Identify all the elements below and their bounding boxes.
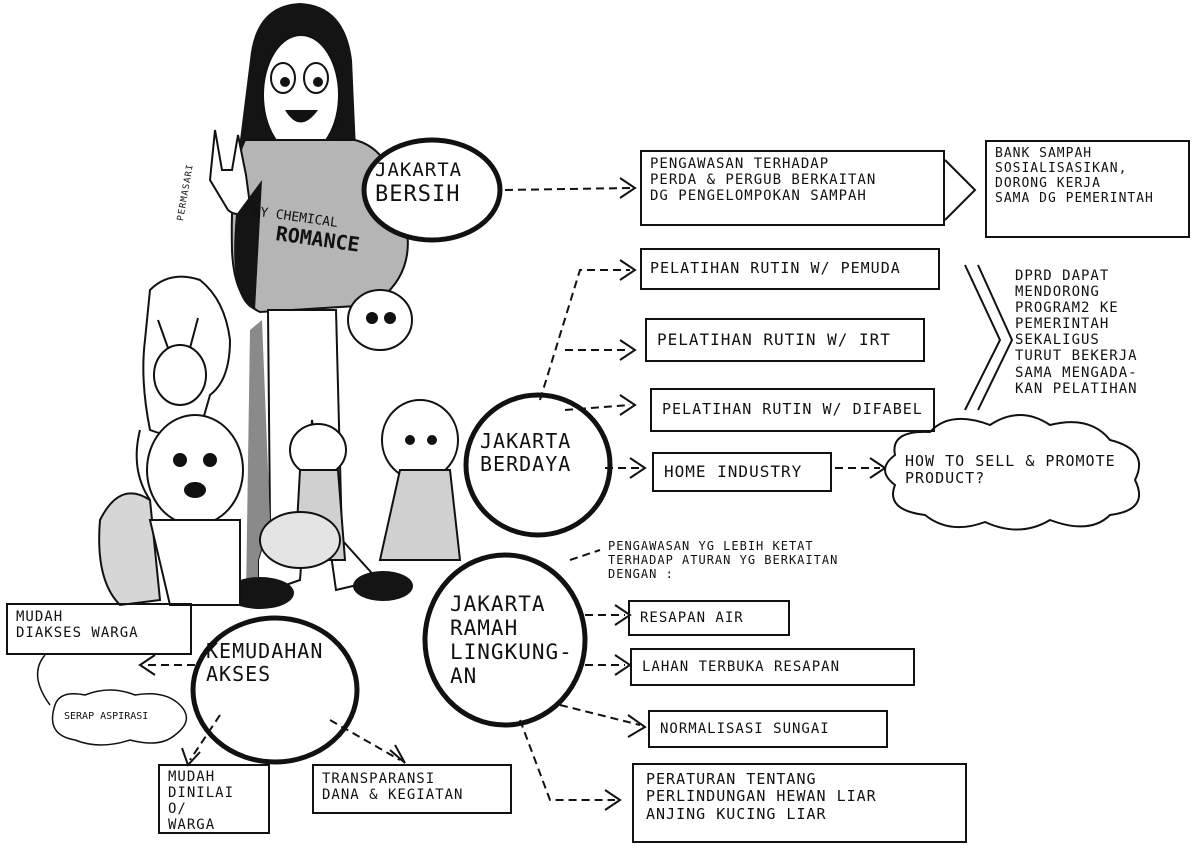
node-resapan-text: RESAPAN AIR bbox=[640, 610, 778, 626]
node-aspirasi-text: SERAP ASPIRASI bbox=[64, 711, 148, 723]
node-sungai-text: NORMALISASI SUNGAI bbox=[660, 721, 876, 737]
node-lahan-terbuka: LAHAN TERBUKA RESAPAN bbox=[630, 648, 915, 686]
hub-bersih-line-2: BERSIH bbox=[375, 182, 462, 207]
hub-ramah-label: JAKARTA RAMAH LINGKUNG- AN bbox=[450, 592, 573, 689]
node-pengawasan-perda: PENGAWASAN TERHADAP PERDA & PERGUB BERKA… bbox=[640, 150, 945, 226]
node-mudah-akses-line-2: DIAKSES WARGA bbox=[16, 625, 182, 641]
node-dinilai-line-1: MUDAH bbox=[168, 769, 260, 785]
node-home-industry: HOME INDUSTRY bbox=[652, 452, 832, 492]
node-peraturan-line-3: ANJING KUCING LIAR bbox=[646, 806, 953, 823]
hub-akses-line-2: AKSES bbox=[206, 663, 323, 686]
node-intro-line-2: TERHADAP ATURAN YG BERKAITAN bbox=[608, 554, 838, 568]
node-pemuda-text: PELATIHAN RUTIN W/ PEMUDA bbox=[650, 260, 930, 277]
hub-bersih-label: JAKARTA BERSIH bbox=[375, 160, 462, 207]
node-serap-aspirasi: SERAP ASPIRASI bbox=[64, 711, 148, 723]
node-pelatihan-irt: PELATIHAN RUTIN W/ IRT bbox=[645, 318, 925, 362]
hub-berdaya-label: JAKARTA BERDAYA bbox=[480, 430, 571, 476]
node-dprd-line-1: DPRD DAPAT bbox=[1015, 268, 1138, 284]
hub-bersih-line-1: JAKARTA bbox=[375, 160, 462, 182]
node-transparansi: TRANSPARANSI DANA & KEGIATAN bbox=[312, 764, 512, 814]
hub-berdaya-line-1: JAKARTA bbox=[480, 430, 571, 453]
node-dprd-line-5: SEKALIGUS bbox=[1015, 332, 1138, 348]
node-pelatihan-pemuda: PELATIHAN RUTIN W/ PEMUDA bbox=[640, 248, 940, 290]
node-cloud-question: HOW TO SELL & PROMOTE PRODUCT? bbox=[905, 453, 1116, 488]
node-bank-line-3: DORONG KERJA bbox=[995, 177, 1180, 192]
node-dinilai-line-2: DINILAI O/ bbox=[168, 785, 260, 817]
node-bank-line-2: SOSIALISASIKAN, bbox=[995, 162, 1180, 177]
node-pengawasan-line-1: PENGAWASAN TERHADAP bbox=[650, 156, 935, 172]
node-irt-text: PELATIHAN RUTIN W/ IRT bbox=[657, 331, 913, 349]
node-difabel-text: PELATIHAN RUTIN W/ DIFABEL bbox=[662, 401, 923, 418]
node-home-text: HOME INDUSTRY bbox=[664, 463, 820, 481]
node-peraturan-line-1: PERATURAN TENTANG bbox=[646, 771, 953, 788]
hub-ramah-line-1: JAKARTA bbox=[450, 592, 573, 616]
node-cloud-line-2: PRODUCT? bbox=[905, 470, 1116, 487]
node-peraturan-line-2: PERLINDUNGAN HEWAN LIAR bbox=[646, 788, 953, 805]
node-dprd-line-4: PEMERINTAH bbox=[1015, 316, 1138, 332]
node-dprd-note: DPRD DAPAT MENDORONG PROGRAM2 KE PEMERIN… bbox=[1015, 268, 1138, 397]
node-mudah-akses-line-1: MUDAH bbox=[16, 609, 182, 625]
node-intro-line-1: PENGAWASAN YG LEBIH KETAT bbox=[608, 540, 838, 554]
node-intro-line-3: DENGAN : bbox=[608, 568, 838, 582]
node-peraturan-hewan: PERATURAN TENTANG PERLINDUNGAN HEWAN LIA… bbox=[632, 763, 967, 843]
node-pengawasan-line-3: DG PENGELOMPOKAN SAMPAH bbox=[650, 188, 935, 204]
node-resapan-air: RESAPAN AIR bbox=[628, 600, 790, 636]
node-transparansi-line-2: DANA & KEGIATAN bbox=[322, 787, 502, 803]
hub-ramah-line-4: AN bbox=[450, 664, 573, 688]
node-bank-line-1: BANK SAMPAH bbox=[995, 147, 1180, 162]
hub-akses-label: KEMUDAHAN AKSES bbox=[206, 640, 323, 686]
hub-ramah-line-3: LINGKUNG- bbox=[450, 640, 573, 664]
node-transparansi-line-1: TRANSPARANSI bbox=[322, 771, 502, 787]
node-bank-line-4: SAMA DG PEMERINTAH bbox=[995, 192, 1180, 207]
node-mudah-dinilai: MUDAH DINILAI O/ WARGA bbox=[158, 764, 270, 834]
hub-akses-line-1: KEMUDAHAN bbox=[206, 640, 323, 663]
node-dprd-line-6: TURUT BEKERJA bbox=[1015, 348, 1138, 364]
hub-ramah-line-2: RAMAH bbox=[450, 616, 573, 640]
node-normalisasi-sungai: NORMALISASI SUNGAI bbox=[648, 710, 888, 748]
node-dprd-line-8: KAN PELATIHAN bbox=[1015, 381, 1138, 397]
node-bank-sampah: BANK SAMPAH SOSIALISASIKAN, DORONG KERJA… bbox=[985, 140, 1190, 238]
node-lahan-text: LAHAN TERBUKA RESAPAN bbox=[642, 659, 903, 675]
node-ramah-intro: PENGAWASAN YG LEBIH KETAT TERHADAP ATURA… bbox=[608, 540, 838, 581]
node-dprd-line-7: SAMA MENGADA- bbox=[1015, 365, 1138, 381]
node-dinilai-line-3: WARGA bbox=[168, 817, 260, 833]
node-dprd-line-2: MENDORONG bbox=[1015, 284, 1138, 300]
node-pengawasan-line-2: PERDA & PERGUB BERKAITAN bbox=[650, 172, 935, 188]
aspirasi-link bbox=[38, 655, 50, 705]
node-dprd-line-3: PROGRAM2 KE bbox=[1015, 300, 1138, 316]
node-mudah-diakses: MUDAH DIAKSES WARGA bbox=[6, 603, 192, 655]
node-pelatihan-difabel: PELATIHAN RUTIN W/ DIFABEL bbox=[650, 388, 935, 432]
node-cloud-line-1: HOW TO SELL & PROMOTE bbox=[905, 453, 1116, 470]
hub-berdaya-line-2: BERDAYA bbox=[480, 453, 571, 476]
